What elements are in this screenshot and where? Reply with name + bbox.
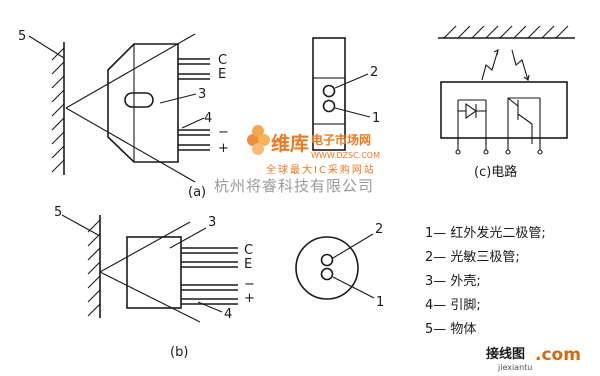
legend-item-3: 3— 外壳;	[425, 274, 481, 289]
emitted-light-ray	[481, 49, 499, 81]
label-plus-a: +	[218, 141, 229, 156]
label-e-b: E	[244, 257, 252, 272]
label-3-b: 3	[208, 215, 216, 230]
watermark-url: WWW.DZSC.COM	[311, 151, 380, 160]
leader-5-a	[28, 35, 65, 59]
pins-b	[181, 247, 238, 305]
watermark-company: 杭州将睿科技有限公司	[214, 177, 374, 195]
label-1-a: 1	[372, 111, 380, 126]
corner-logo-text: 接线图	[486, 346, 525, 362]
watermark-brand-sub: 电子市场网	[311, 132, 371, 147]
label-e-a: E	[218, 67, 226, 82]
label-plus-b: +	[244, 291, 255, 306]
phototransistor-dot-b	[320, 253, 334, 267]
object-hatch-a	[51, 47, 65, 173]
figure-b-front: 2 1	[295, 222, 384, 310]
housing-a	[107, 43, 179, 163]
site-watermark: 维库 电子市场网 WWW.DZSC.COM 全球最大IC采购网站 杭州将睿科技有…	[214, 125, 380, 195]
label-c-a: C	[218, 53, 227, 68]
phototransistor-symbol	[507, 97, 541, 144]
beam-line-upper-b	[99, 221, 191, 273]
ir-led-dot-b	[320, 267, 334, 281]
leader-3-a	[159, 93, 197, 104]
legend-item-5: 5— 物体	[425, 322, 477, 337]
caption-b: (b)	[170, 345, 188, 360]
watermark-brand: 维库	[271, 132, 309, 155]
label-minus-a: −	[218, 125, 229, 140]
leader-2-a	[334, 73, 369, 89]
beam-line-upper-a	[65, 33, 196, 109]
corner-url-text: jiexiantu	[497, 363, 532, 372]
label-5-b: 5	[54, 205, 62, 220]
watermark-slogan: 全球最大IC采购网站	[266, 163, 376, 176]
pins-a	[178, 58, 210, 151]
reflected-light-ray	[511, 49, 529, 81]
flower-logo-icon	[247, 125, 270, 155]
leader-1-a	[334, 107, 371, 118]
label-3-a: 3	[198, 87, 206, 102]
lens-window-a	[124, 92, 154, 108]
figure-b-side: 5 3 C E − + 4 (b)	[54, 205, 255, 360]
label-minus-b: −	[244, 277, 255, 292]
beam-line-lower-b	[99, 271, 201, 323]
legend: 1— 红外发光二极管; 2— 光敏三极管; 3— 外壳; 4— 引脚; 5— 物…	[425, 222, 600, 342]
terminal-3	[505, 149, 511, 155]
label-2-b: 2	[375, 222, 383, 237]
sensor-front-window	[312, 77, 346, 125]
legend-item-4: 4— 引脚;	[425, 298, 481, 313]
corner-watermark: 接线图 .com jiexiantu	[486, 345, 581, 372]
label-4-a: 4	[204, 111, 212, 126]
beam-line-lower-a	[65, 107, 196, 183]
caption-a: (a)	[188, 185, 206, 200]
leader-1-b	[332, 276, 375, 299]
label-1-b: 1	[376, 295, 384, 310]
legend-item-1: 1— 红外发光二极管;	[425, 226, 546, 241]
label-4-b: 4	[224, 307, 232, 322]
label-5-a: 5	[18, 29, 26, 44]
ir-led-dot-a	[322, 99, 336, 113]
sensor-round-face	[295, 236, 359, 300]
caption-c: (c)电路	[474, 164, 517, 180]
leader-2-b	[332, 233, 374, 259]
label-2-a: 2	[370, 65, 378, 80]
label-c-b: C	[244, 243, 253, 258]
object-hatch-c	[443, 25, 569, 39]
phototransistor-dot-a	[322, 84, 336, 98]
figure-a-front: 2 1	[312, 37, 380, 151]
terminal-1	[455, 149, 461, 155]
housing-b	[126, 236, 182, 309]
leader-4-a	[181, 117, 205, 129]
figure-a-side: 5 C E 3 4 − + (a)	[18, 29, 229, 200]
ir-led-symbol	[457, 99, 487, 144]
leader-3-b	[169, 227, 207, 249]
figure-c-circuit: (c)电路	[438, 25, 575, 180]
leader-5-b	[61, 214, 101, 237]
device-box-c	[440, 81, 568, 139]
legend-item-2: 2— 光敏三极管;	[425, 250, 520, 265]
corner-com-text: .com	[535, 345, 581, 365]
terminal-2	[483, 149, 489, 155]
terminal-4	[537, 149, 543, 155]
leader-4-b	[197, 301, 223, 313]
